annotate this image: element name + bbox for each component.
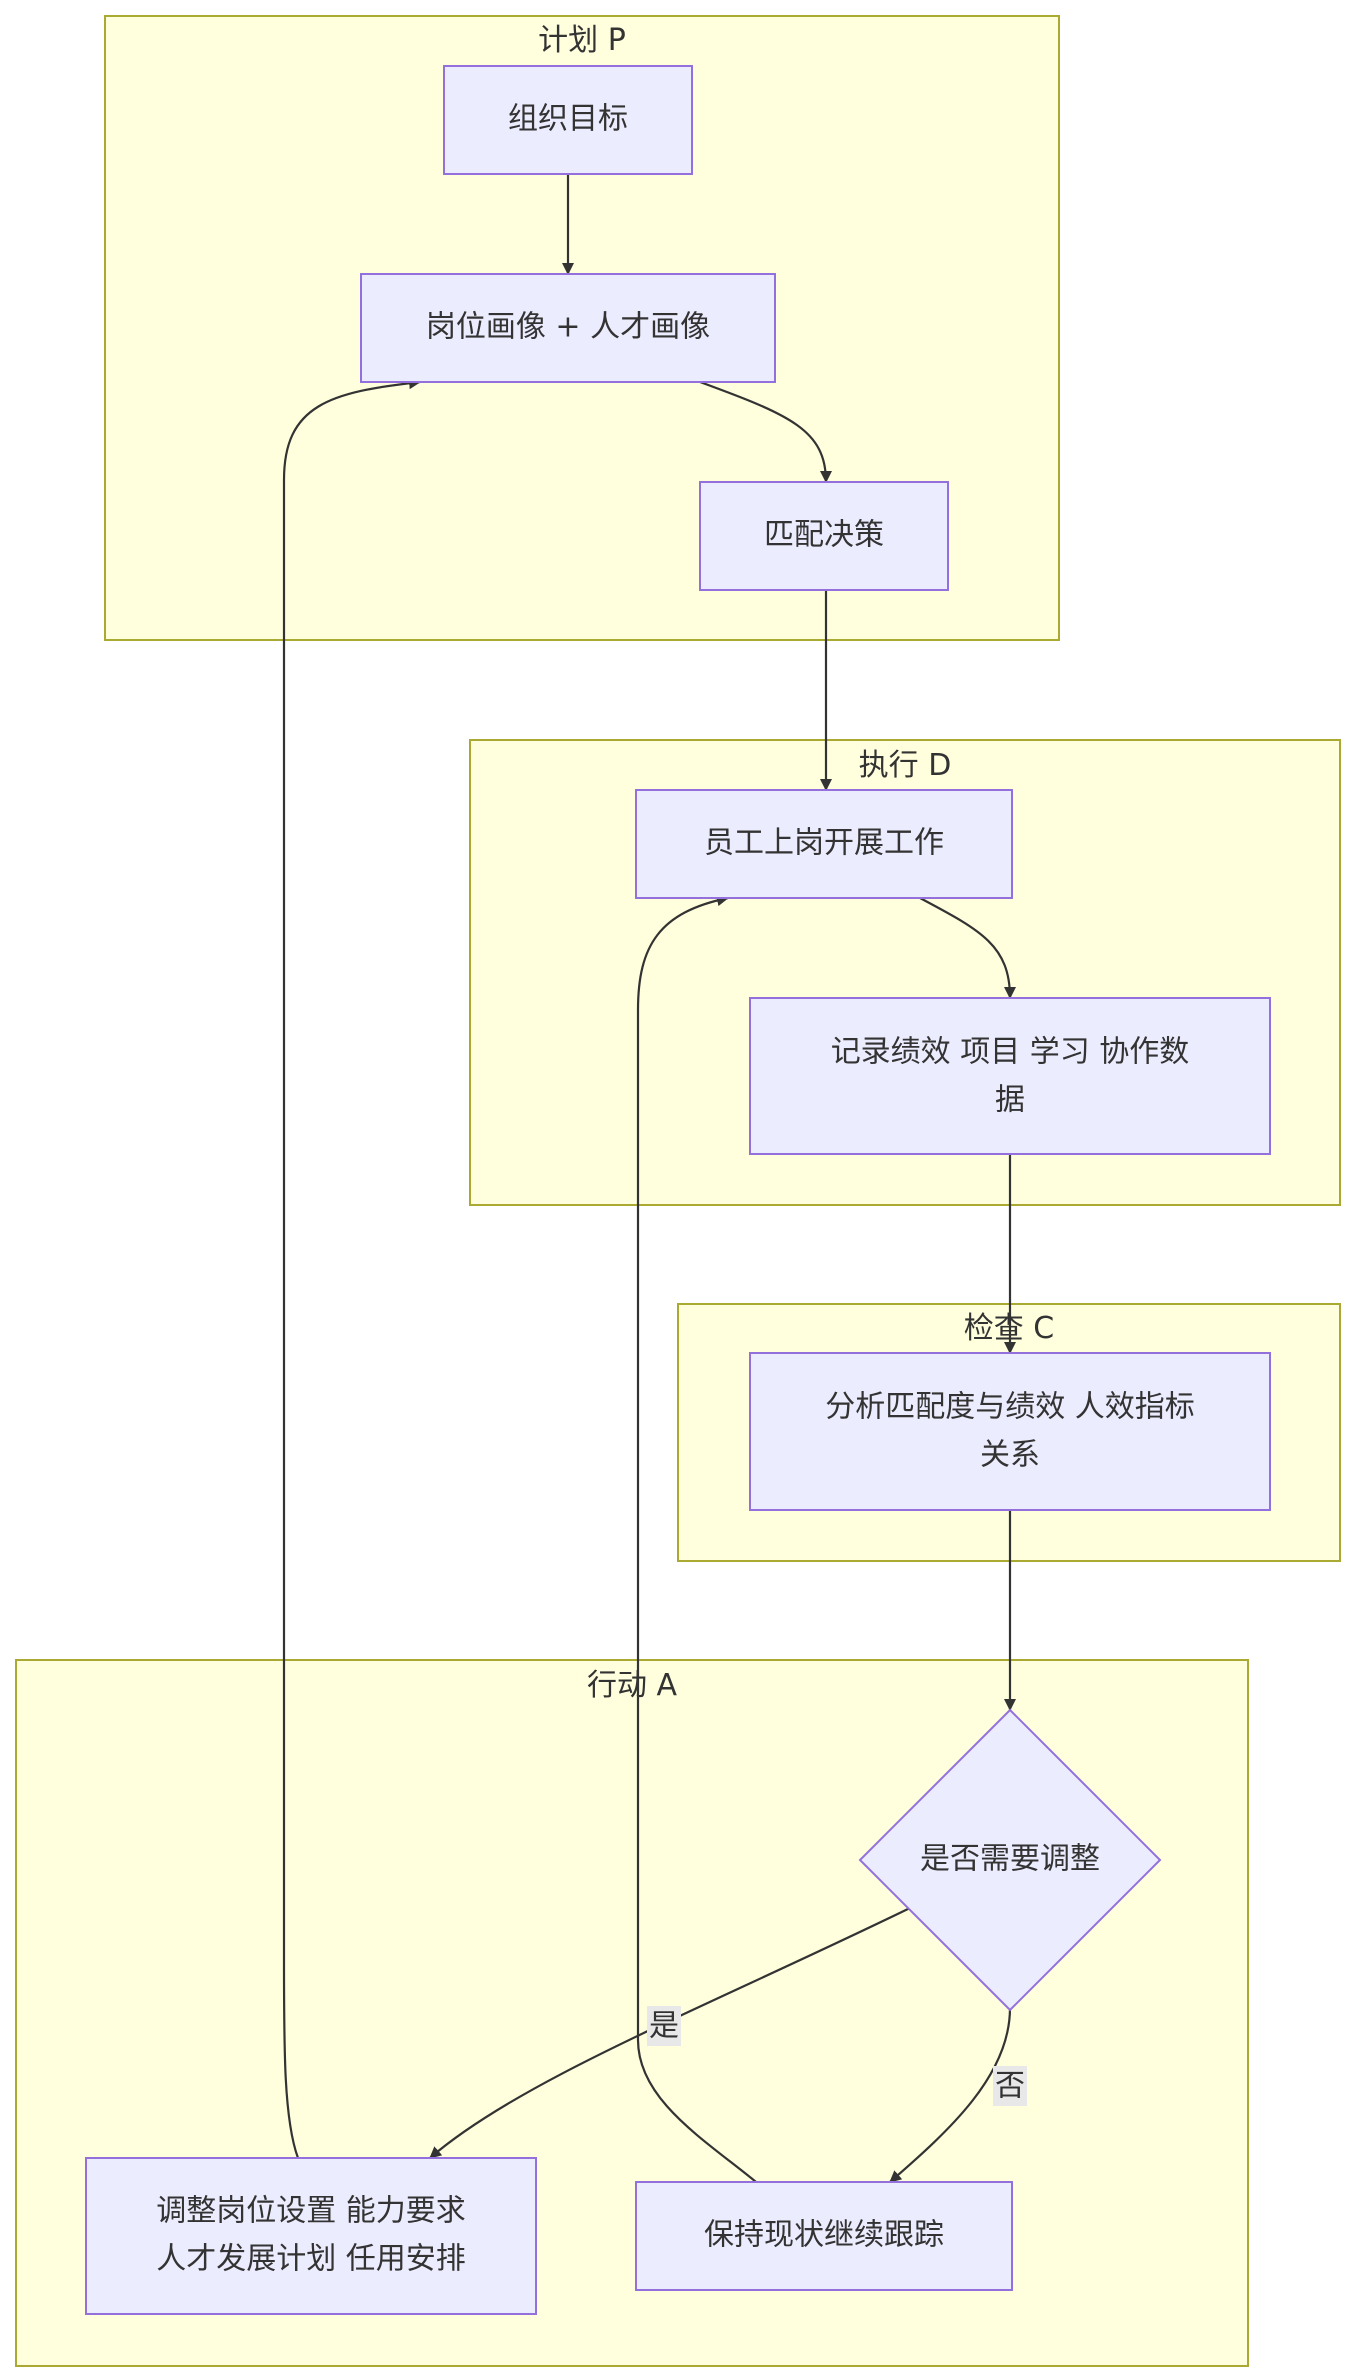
node-record-label-line1: 记录绩效 项目 学习 协作数 bbox=[831, 1035, 1190, 1070]
edge-decision-no-to-keep bbox=[889, 2007, 1012, 2183]
node-portrait: 岗位画像 + 人才画像 bbox=[360, 273, 776, 383]
node-onboard: 员工上岗开展工作 bbox=[635, 789, 1013, 899]
node-record-label-line2: 据 bbox=[995, 1083, 1025, 1118]
edge-portrait-to-match bbox=[699, 380, 832, 483]
edge-adjust-to-portrait bbox=[282, 377, 421, 2159]
node-goal: 组织目标 bbox=[443, 65, 693, 175]
node-portrait-label: 岗位画像 + 人才画像 bbox=[426, 310, 710, 345]
edge-label-no: 否 bbox=[993, 2066, 1027, 2106]
edge-decision-yes-to-adjust bbox=[429, 1907, 911, 2159]
node-decision: 是否需要调整 bbox=[858, 1708, 1162, 2012]
edge-keep-to-onboard bbox=[636, 894, 757, 2183]
node-analyze-label-line1: 分析匹配度与绩效 人效指标 bbox=[825, 1390, 1195, 1425]
edge-label-yes: 是 bbox=[647, 2006, 681, 2046]
node-goal-label: 组织目标 bbox=[508, 102, 628, 137]
node-onboard-label: 员工上岗开展工作 bbox=[704, 826, 944, 861]
cluster-act-label: 行动 A bbox=[587, 1668, 678, 1703]
cluster-plan-label: 计划 P bbox=[538, 23, 626, 58]
node-decision-label: 是否需要调整 bbox=[920, 1842, 1100, 1877]
node-keep: 保持现状继续跟踪 bbox=[635, 2181, 1013, 2291]
cluster-do-label: 执行 D bbox=[859, 748, 952, 783]
node-adjust-label-line2: 人才发展计划 任用安排 bbox=[156, 2242, 466, 2277]
edge-label-yes-text: 是 bbox=[649, 2009, 679, 2044]
node-adjust-label-line1: 调整岗位设置 能力要求 bbox=[156, 2194, 466, 2229]
node-adjust: 调整岗位设置 能力要求 人才发展计划 任用安排 bbox=[85, 2157, 537, 2315]
node-keep-label: 保持现状继续跟踪 bbox=[704, 2218, 944, 2253]
edge-onboard-to-record bbox=[919, 897, 1016, 999]
node-record: 记录绩效 项目 学习 协作数 据 bbox=[749, 997, 1271, 1155]
edge-label-no-text: 否 bbox=[995, 2069, 1025, 2104]
node-analyze: 分析匹配度与绩效 人效指标 关系 bbox=[749, 1352, 1271, 1511]
node-analyze-label-line2: 关系 bbox=[980, 1438, 1040, 1473]
node-match-label: 匹配决策 bbox=[764, 518, 884, 553]
node-match: 匹配决策 bbox=[699, 481, 949, 591]
